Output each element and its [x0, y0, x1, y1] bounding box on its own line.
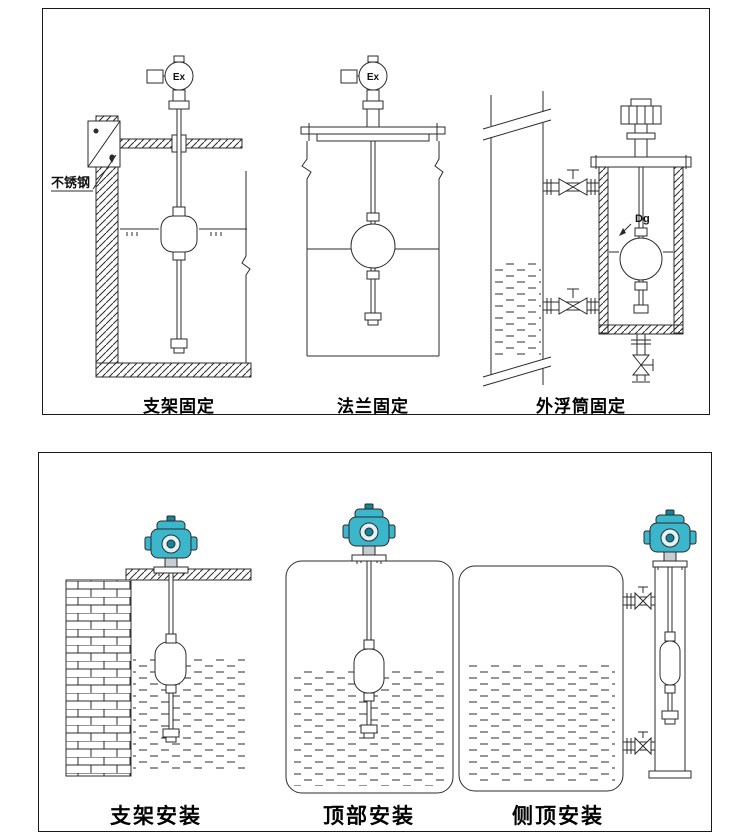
- transmitter-head: Ex: [340, 55, 388, 110]
- caption-external-chamber-fixing: 外浮筒固定: [536, 397, 626, 416]
- caption-side-top-installation: 侧顶安装: [512, 805, 604, 828]
- float: [154, 633, 187, 694]
- caption-flange-fixing: 法兰固定: [337, 397, 409, 416]
- brick-wall: [65, 579, 132, 777]
- top-connection-valve: [623, 586, 655, 611]
- fixing-methods-drawing: Ex 不锈钢: [51, 55, 692, 387]
- side-top-installation-diagram: [458, 509, 697, 792]
- transmitter-head: [620, 98, 662, 158]
- liquid-dashes: [133, 655, 245, 773]
- teal-transmitter: [643, 509, 697, 571]
- float: [353, 639, 385, 702]
- ex-label: Ex: [173, 72, 186, 83]
- liquid-dashes: [467, 663, 615, 785]
- float: [160, 206, 198, 261]
- vessel-liquid: [495, 259, 541, 355]
- tank-walls: [301, 141, 444, 357]
- stainless-steel-annotation: 不锈钢: [51, 154, 117, 192]
- bottom-connection-valve: [543, 288, 599, 315]
- top-connection-valve: [543, 169, 599, 196]
- float-chamber: [590, 155, 692, 335]
- teal-transmitter: [144, 515, 198, 577]
- mounting-plate: [87, 120, 121, 168]
- float: [659, 631, 681, 694]
- bracket-fixing-diagram: Ex 不锈钢: [51, 55, 252, 378]
- rod-end-stop: [360, 724, 378, 739]
- svg-text:不锈钢: 不锈钢: [51, 175, 90, 190]
- installation-methods-panel: 支架安装 顶部安装 侧顶安装: [38, 452, 712, 832]
- svg-text:Dg: Dg: [635, 213, 650, 225]
- bottom-connection-valve: [623, 731, 655, 756]
- rod-end-stop: [162, 728, 180, 743]
- ball-float: [619, 227, 663, 291]
- tank-right-wall: [241, 171, 251, 363]
- ground: [95, 362, 252, 378]
- flange: [300, 108, 446, 142]
- drain-valve: [631, 334, 654, 383]
- flange-fixing-diagram: Ex: [300, 55, 446, 357]
- transmitter-head: Ex: [146, 55, 194, 110]
- installation-methods-drawing: [65, 503, 697, 794]
- liquid-level: [120, 228, 247, 236]
- caption-bracket-installation: 支架安装: [110, 805, 202, 828]
- ball-float: [350, 212, 396, 280]
- caption-top-installation: 顶部安装: [323, 805, 415, 828]
- bracket-installation-diagram: [65, 515, 252, 777]
- vessel-wall: [482, 91, 552, 387]
- dg-annotation: Dg: [619, 213, 650, 236]
- rod-end-stop: [661, 710, 679, 725]
- teal-transmitter: [342, 503, 396, 565]
- external-chamber-fixing-diagram: Dg: [482, 91, 692, 387]
- ex-label: Ex: [367, 72, 380, 83]
- fixing-methods-panel: Ex 不锈钢: [42, 8, 710, 416]
- rod-end-stop: [633, 304, 649, 314]
- rod-end-stop: [170, 338, 188, 354]
- caption-bracket-fixing: 支架固定: [143, 397, 215, 416]
- rod-end-stop: [364, 312, 382, 326]
- top-installation-diagram: [285, 503, 454, 794]
